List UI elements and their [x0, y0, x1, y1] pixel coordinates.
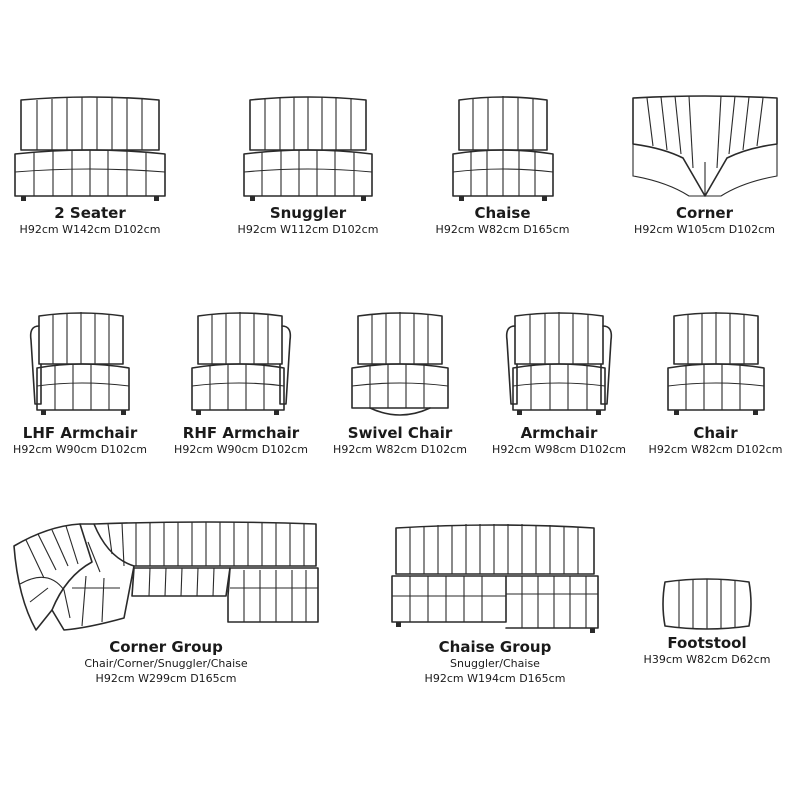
lhf-armchair-drawing	[29, 312, 130, 415]
product-rhf-armchair: RHF Armchair H92cm W90cm D102cm	[163, 306, 319, 457]
product-name: 2 Seater	[54, 204, 126, 222]
two-seater-drawing	[14, 96, 166, 201]
product-components: Snuggler/Chaise	[450, 657, 540, 670]
product-corner: Corner H92cm W105cm D102cm	[622, 92, 787, 237]
chaise-drawing	[451, 96, 554, 201]
product-name: Footstool	[667, 634, 747, 652]
product-dimensions: H92cm W82cm D102cm	[333, 443, 467, 456]
product-lhf-armchair: LHF Armchair H92cm W90cm D102cm	[2, 306, 158, 457]
product-name: Corner	[676, 204, 733, 222]
product-name: LHF Armchair	[22, 424, 138, 442]
chaise-group-drawing	[391, 524, 599, 633]
product-swivel-chair: Swivel Chair H92cm W82cm D102cm	[322, 306, 478, 457]
product-corner-group: Corner Group Chair/Corner/Snuggler/Chais…	[8, 518, 324, 686]
product-name: Chair	[693, 424, 738, 442]
product-dimensions: H92cm W194cm D165cm	[424, 672, 566, 685]
product-name: Chaise	[474, 204, 531, 222]
product-armchair: Armchair H92cm W98cm D102cm	[480, 306, 638, 457]
corner-group-drawing	[13, 521, 319, 631]
product-name: Swivel Chair	[347, 424, 453, 442]
product-dimensions: H92cm W299cm D165cm	[95, 672, 237, 685]
product-dimensions: H92cm W112cm D102cm	[237, 223, 379, 236]
product-dimensions: H39cm W82cm D62cm	[643, 653, 771, 666]
product-dimensions: H92cm W90cm D102cm	[13, 443, 147, 456]
product-name: Snuggler	[269, 204, 347, 222]
product-name: Chaise Group	[438, 638, 552, 656]
product-dimensions: H92cm W98cm D102cm	[492, 443, 626, 456]
product-name: Armchair	[520, 424, 598, 442]
product-name: Corner Group	[109, 638, 223, 656]
snuggler-drawing	[243, 96, 373, 201]
product-chaise-group: Chaise Group Snuggler/Chaise H92cm W194c…	[388, 520, 602, 686]
rhf-armchair-drawing	[191, 312, 292, 415]
chair-drawing	[666, 312, 765, 415]
product-2-seater: 2 Seater H92cm W142cm D102cm	[10, 92, 170, 237]
product-dimensions: H92cm W90cm D102cm	[174, 443, 308, 456]
swivel-chair-drawing	[351, 312, 449, 416]
product-dimensions: H92cm W142cm D102cm	[19, 223, 161, 236]
product-name: RHF Armchair	[182, 424, 300, 442]
corner-drawing	[631, 95, 778, 197]
product-dimensions: H92cm W105cm D102cm	[634, 223, 775, 236]
footstool-drawing	[662, 578, 752, 630]
product-chair: Chair H92cm W82cm D102cm	[638, 306, 793, 457]
product-footstool: Footstool H39cm W82cm D62cm	[632, 574, 782, 667]
product-dimensions: H92cm W82cm D102cm	[648, 443, 783, 456]
product-snuggler: Snuggler H92cm W112cm D102cm	[228, 92, 388, 237]
armchair-drawing	[505, 312, 613, 415]
product-chaise: Chaise H92cm W82cm D165cm	[425, 92, 580, 237]
product-dimensions: H92cm W82cm D165cm	[435, 223, 570, 236]
product-components: Chair/Corner/Snuggler/Chaise	[84, 657, 248, 670]
